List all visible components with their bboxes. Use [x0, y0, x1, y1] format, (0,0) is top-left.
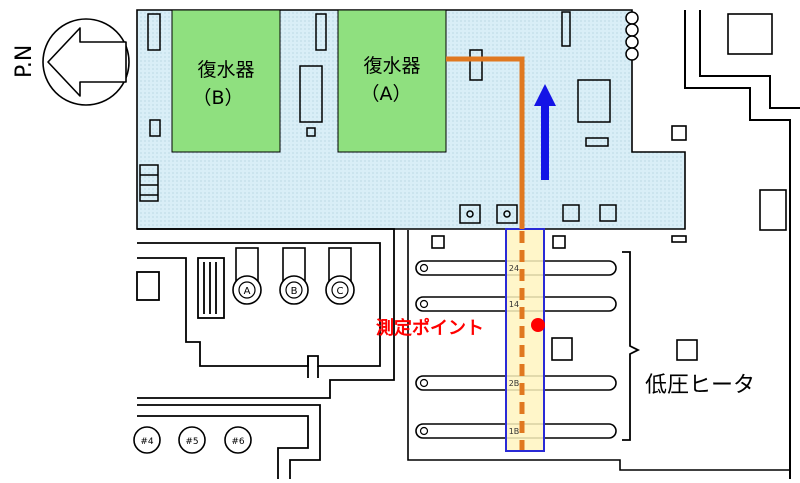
small-pump-row: #4 #5 #6 [133, 426, 252, 454]
pipe-route-solid [446, 56, 525, 229]
measurement-point-marker [531, 318, 545, 332]
heater-area-markers [431, 235, 566, 249]
small-pump-label: #4 [140, 437, 154, 447]
pump-room-walls [136, 228, 395, 479]
small-pump-label: #6 [231, 437, 245, 447]
north-label: P.N [12, 45, 37, 78]
heater-group-bracket [622, 251, 641, 441]
pump-c-label: C [337, 286, 344, 297]
coil-icon [625, 11, 639, 61]
heater-group-label: 低圧ヒータ [645, 373, 755, 398]
condenser-a-line2: （A） [361, 83, 412, 105]
condenser-b-line1: 復水器 [197, 59, 254, 81]
pump-b: B [279, 247, 309, 305]
pump-b-label: B [291, 286, 298, 297]
heater-row-labels: 24 14 2B 1B [509, 264, 520, 436]
heater-row-label: 24 [509, 264, 519, 273]
condenser-b-line2: （B） [192, 87, 243, 109]
heater-row-label: 14 [509, 300, 519, 309]
building-outline [407, 10, 800, 479]
condenser-a: 復水器 （A） [337, 9, 447, 153]
pump-a-label: A [244, 286, 251, 297]
condenser-a-line1: 復水器 [363, 55, 420, 77]
measurement-point-label: 測定ポイント [376, 317, 484, 339]
measurement-column-highlight [505, 228, 545, 452]
north-arrow-icon [42, 18, 130, 106]
pump-a: A [232, 247, 262, 305]
heater-row-label: 1B [509, 427, 520, 436]
condenser-b: 復水器 （B） [171, 9, 281, 153]
pump-c: C [325, 247, 355, 305]
heater-row-label: 2B [509, 379, 520, 388]
small-pump-label: #5 [185, 437, 198, 447]
flow-arrow-icon [534, 84, 556, 180]
